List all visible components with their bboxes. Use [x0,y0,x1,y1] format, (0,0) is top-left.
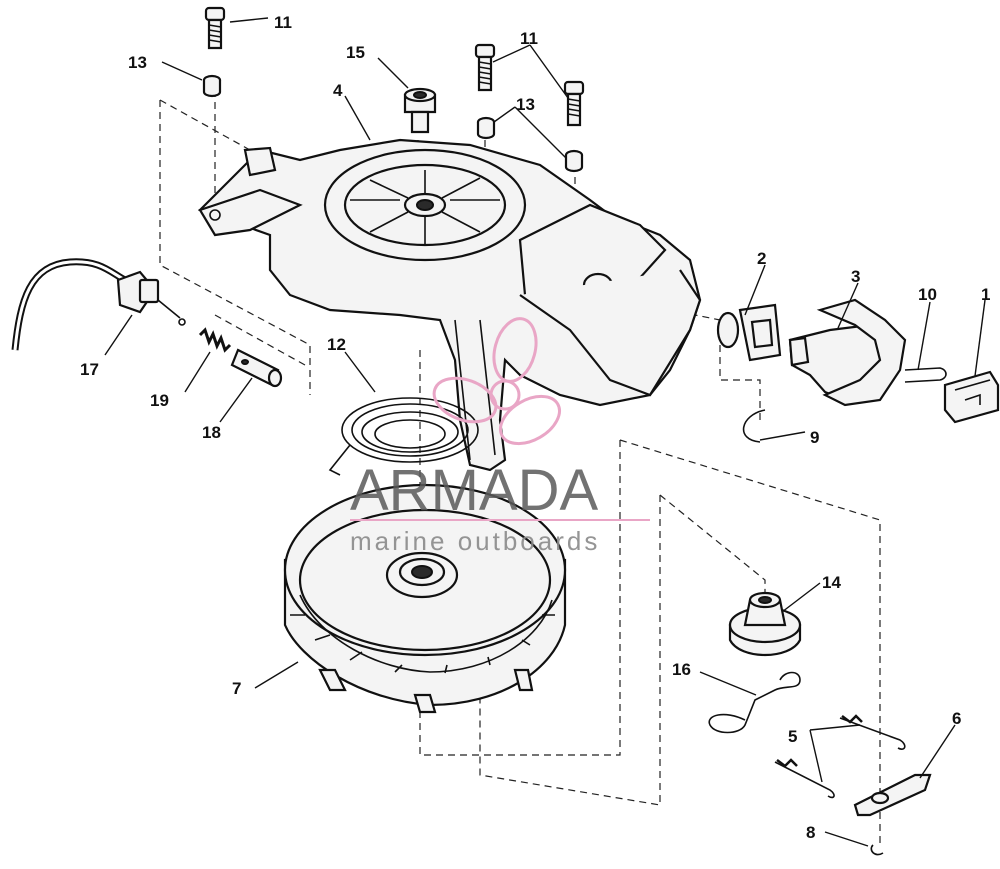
label-part-11-right: 11 [520,29,538,48]
assembly-guide-lines [159,90,881,845]
label-part-5: 5 [788,727,797,746]
plunger-spring [198,327,232,353]
neutral-start-cable [11,258,186,351]
center-bolt [403,87,437,134]
label-part-9: 9 [810,428,819,447]
bushing-right [564,149,584,173]
label-part-12: 12 [327,335,346,354]
armada-watermark: ARMADA marine outboards [350,317,650,556]
pawl-spring-upper [839,714,906,750]
starter-handle [788,298,907,407]
label-part-18: 18 [202,423,221,442]
label-part-6: 6 [952,709,961,728]
e-ring-clip [870,844,884,856]
rope-guide-bushing [716,303,782,362]
screw-top-right [563,80,585,127]
rewind-spring [328,397,479,476]
label-part-13-left: 13 [128,53,147,72]
label-part-8: 8 [806,823,815,842]
rope-pulley [283,483,567,714]
label-part-13-right: 13 [516,95,535,114]
leader-lines [104,17,986,847]
label-part-3: 3 [851,267,860,286]
label-part-2: 2 [757,249,766,268]
part-number-labels: 11 13 4 15 11 13 2 3 10 1 17 12 19 18 9 … [80,13,990,842]
bushing-middle [476,116,496,140]
label-part-17: 17 [80,360,99,379]
link-spring [708,671,801,734]
label-part-7: 7 [232,679,241,698]
screw-top-middle [474,43,496,92]
pawl-cam [728,591,802,657]
bushing-left [202,74,222,98]
retaining-clip [742,409,766,443]
screw-top-left [204,6,226,50]
label-part-11-left: 11 [274,13,292,32]
handle-rope-pin [904,367,947,383]
watermark-tagline: marine outboards [350,526,600,556]
pawl [853,773,932,817]
label-part-1: 1 [981,285,990,304]
plunger [230,348,283,388]
label-part-14: 14 [822,573,841,592]
rope-anchor [943,370,1000,424]
label-part-19: 19 [150,391,169,410]
propeller-logo [432,317,561,446]
pawl-spring-lower [774,758,835,799]
label-part-4: 4 [333,81,343,100]
label-part-10: 10 [918,285,937,304]
label-part-15: 15 [346,43,365,62]
watermark-brand: ARMADA [350,458,598,523]
label-part-16: 16 [672,660,691,679]
recoil-starter-housing [197,138,702,472]
